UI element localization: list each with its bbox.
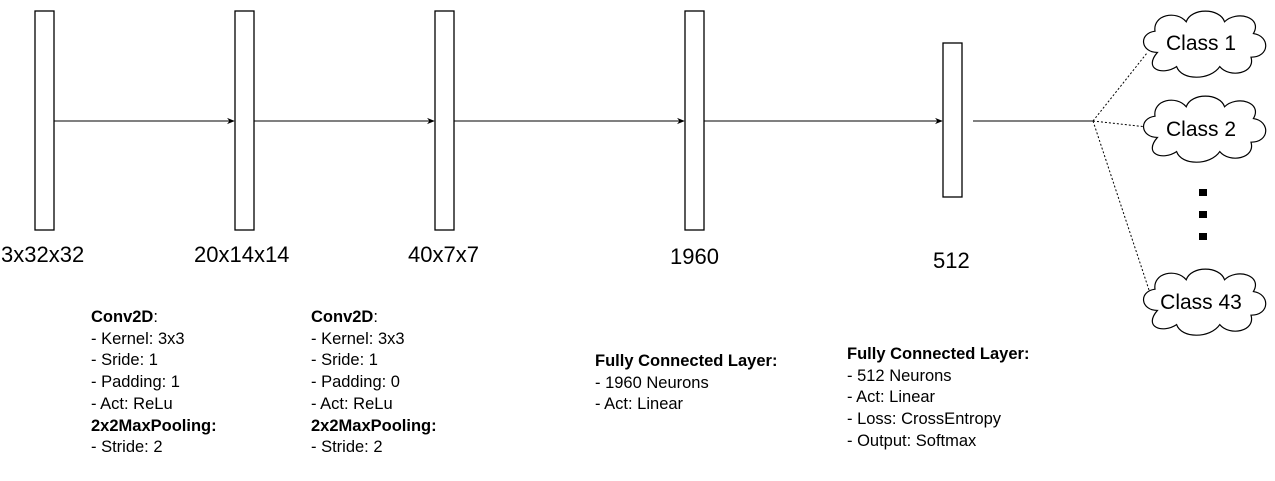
description-line: - Stride: 2 xyxy=(91,438,163,457)
description-line: - Padding: 1 xyxy=(91,373,180,392)
layer-description-fc1960: Fully Connected Layer: - 1960 Neurons - … xyxy=(595,351,777,416)
layer-box-fc1960 xyxy=(684,10,705,231)
layer-description-fc512: Fully Connected Layer: - 512 Neurons - A… xyxy=(847,344,1029,453)
layer-description-conv2: Conv2D: - Kernel: 3x3 - Sride: 1 - Paddi… xyxy=(311,307,437,459)
layer-box-conv2 xyxy=(434,10,455,231)
description-line: 2x2MaxPooling: xyxy=(91,416,217,435)
description-line: Fully Connected Layer: xyxy=(595,352,778,370)
description-line: - Act: ReLu xyxy=(91,394,173,413)
description-line: Conv2D: xyxy=(91,308,158,326)
description-line: - Kernel: 3x3 xyxy=(91,329,185,348)
description-line: 2x2MaxPooling: xyxy=(311,416,437,435)
description-line: - Loss: CrossEntropy xyxy=(847,410,1002,429)
ellipsis-dot xyxy=(1199,211,1207,218)
ellipsis-dot xyxy=(1199,189,1207,196)
description-line: - Stride: 2 xyxy=(311,438,383,457)
layer-description-conv1: Conv2D: - Kernel: 3x3 - Sride: 1 - Paddi… xyxy=(91,307,217,459)
layer-box-input xyxy=(34,10,55,231)
layer-size-label-input: 3x32x32 xyxy=(1,242,85,267)
dotted-connector-class-2 xyxy=(1092,120,1148,128)
description-line: - Sride: 1 xyxy=(91,351,158,370)
description-line: Fully Connected Layer: xyxy=(847,345,1030,363)
description-line: - 512 Neurons xyxy=(847,366,952,385)
description-line: - Act: Linear xyxy=(595,395,684,414)
description-line: - Padding: 0 xyxy=(311,373,400,392)
dotted-connector-class-1 xyxy=(1092,52,1148,122)
output-class-label-2: Class 2 xyxy=(1165,118,1237,141)
description-line: - Sride: 1 xyxy=(311,351,378,370)
layer-size-label-fc512: 512 xyxy=(933,248,970,273)
description-line: - Act: Linear xyxy=(847,388,936,407)
layer-size-label-conv2: 40x7x7 xyxy=(408,242,479,267)
description-line: - Kernel: 3x3 xyxy=(311,329,405,348)
output-class-label-43: Class 43 xyxy=(1160,291,1242,314)
description-line: - 1960 Neurons xyxy=(595,373,709,392)
ellipsis-dot xyxy=(1199,233,1207,240)
layer-box-fc512 xyxy=(942,42,963,198)
description-line: Conv2D: xyxy=(311,308,378,326)
layer-box-conv1 xyxy=(234,10,255,231)
layer-size-label-conv1: 20x14x14 xyxy=(194,242,290,267)
description-line: - Act: ReLu xyxy=(311,394,393,413)
dotted-connector-class-43 xyxy=(1092,120,1151,294)
description-line: - Output: Softmax xyxy=(847,431,977,450)
layer-size-label-fc1960: 1960 xyxy=(670,244,719,269)
output-class-label-1: Class 1 xyxy=(1165,32,1237,55)
